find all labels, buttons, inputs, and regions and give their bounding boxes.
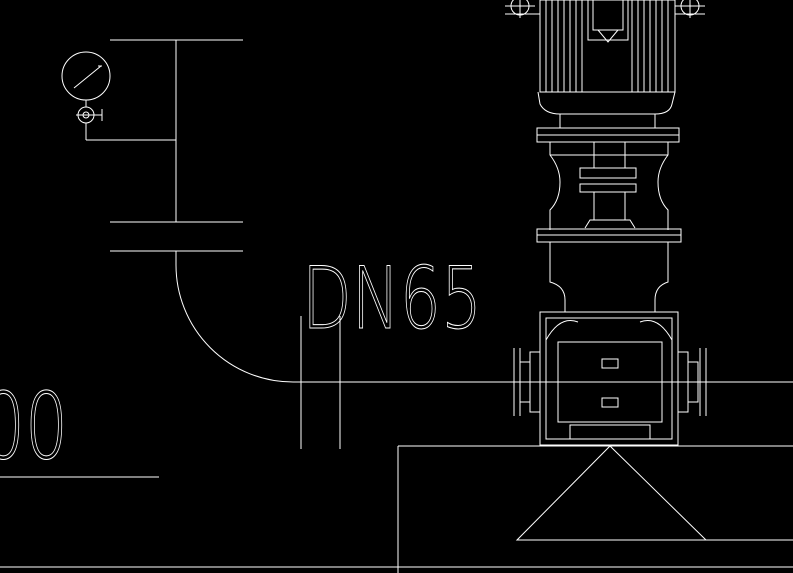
motor xyxy=(505,0,705,115)
vertical-pipe xyxy=(110,39,301,383)
horizontal-pipe xyxy=(300,316,793,449)
foundation-base xyxy=(0,445,793,573)
pump-body xyxy=(513,242,707,446)
pipe-size-label: DN65 xyxy=(302,249,482,349)
pump-bracket xyxy=(536,114,682,243)
pressure-gauge-icon xyxy=(61,51,176,141)
partial-label: 00 xyxy=(0,373,68,480)
